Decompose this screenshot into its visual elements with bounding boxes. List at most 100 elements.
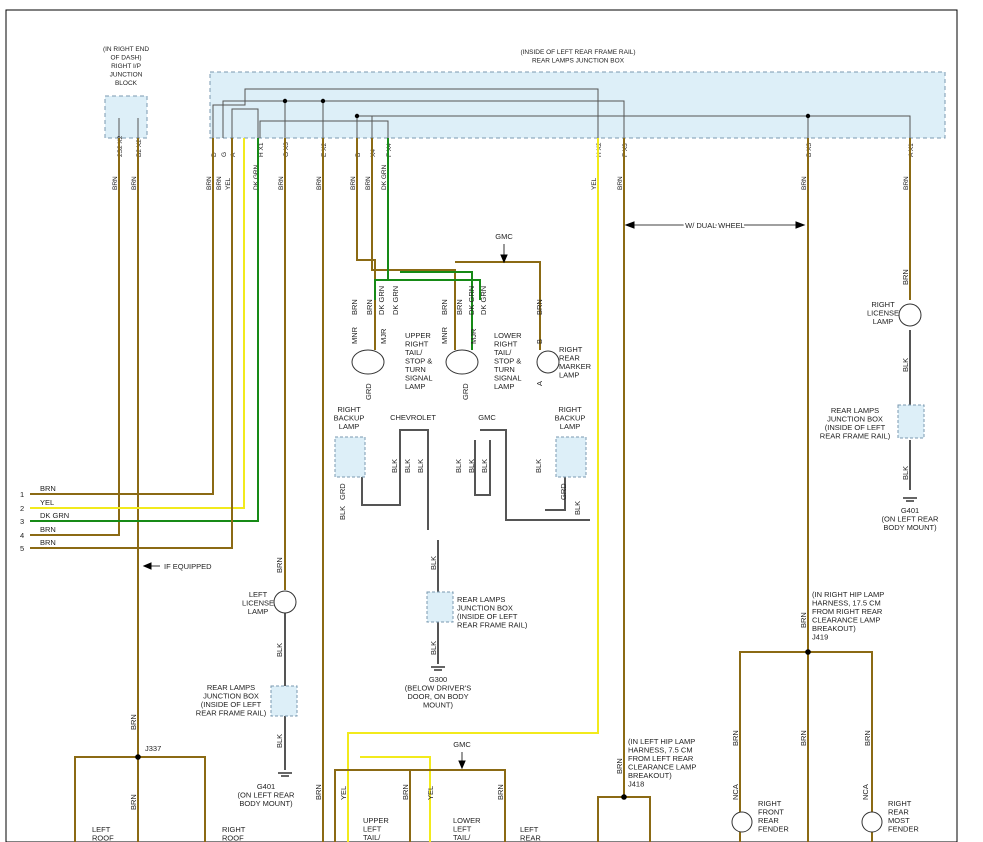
label-line: (ON LEFT REAR: [882, 515, 940, 524]
label-line: LEFT: [249, 590, 268, 599]
label-line: RIGHT: [337, 405, 361, 414]
label-line: REAR LAMPS: [207, 683, 255, 692]
label-line: LAMP: [339, 422, 359, 431]
pin-label: X4: [370, 149, 377, 157]
label-line: UPPER: [405, 331, 431, 340]
wire-color-label: DK GRN: [381, 164, 388, 190]
right-ip-junction-block: [104, 95, 148, 139]
output-color: YEL: [40, 498, 54, 507]
label-line: ROOF: [92, 834, 114, 842]
wire-label: BRN: [535, 299, 544, 315]
output-number: 4: [20, 531, 24, 540]
pin-label: B: [355, 153, 362, 157]
label-line: TURN: [494, 365, 515, 374]
pin-label: B X3: [806, 143, 813, 157]
wire-label: BRN: [901, 269, 910, 285]
dual-wheel-label: W/ DUAL WHEEL: [685, 221, 745, 230]
label-line: FENDER: [888, 825, 919, 834]
output-color: BRN: [40, 525, 56, 534]
gmc-mid-label: GMC: [478, 413, 496, 422]
pin-label: G X3: [283, 142, 290, 157]
label-line: LAMP: [560, 422, 580, 431]
pin-label: E X2: [321, 143, 328, 157]
label-line: MOUNT): [423, 701, 453, 710]
label-line: REAR LAMPS: [831, 406, 879, 415]
label-line: LAMP: [405, 382, 425, 391]
page-border: [5, 9, 958, 842]
label-line: REAR FRAME RAIL): [457, 621, 528, 630]
label-line: LOWER: [453, 816, 481, 825]
label-line: DOOR, ON BODY: [407, 692, 468, 701]
label-line: RIGHT I/P: [111, 63, 141, 70]
wire-label: BRN: [129, 714, 138, 730]
wire-color-label: BRN: [216, 176, 223, 190]
wire-label: BLK: [467, 459, 476, 473]
wire-label: GRD: [364, 383, 373, 400]
wire-label: BRN: [350, 299, 359, 315]
label-line: (ON LEFT REAR: [238, 791, 296, 800]
wire-label: BLK: [403, 459, 412, 473]
chevrolet-label: CHEVROLET: [390, 413, 436, 422]
label-line: JUNCTION: [110, 72, 143, 79]
label-line: JUNCTION BOX: [457, 604, 513, 613]
label-line: TAIL/: [453, 833, 471, 842]
label-line: (IN RIGHT HIP LAMP: [812, 590, 884, 599]
label-line: RIGHT: [222, 825, 246, 834]
wire-label: BRN: [799, 612, 808, 628]
label-line: RIGHT: [758, 799, 782, 808]
wire-label: BRN: [615, 758, 624, 774]
wire-label: BRN: [314, 784, 323, 800]
wire-color-label: BRN: [365, 176, 372, 190]
label-line: STOP &: [494, 357, 521, 366]
label-line: J418: [628, 780, 644, 789]
wire-color-label: BRN: [278, 176, 285, 190]
label-line: ROOF: [222, 834, 244, 842]
wire-color-label: YEL: [591, 177, 598, 190]
label-line: (INSIDE OF LEFT REAR FRAME RAIL): [520, 49, 635, 56]
wire-label: BLK: [390, 459, 399, 473]
wire-label: MNR: [440, 326, 449, 344]
if-equipped-label: IF EQUIPPED: [164, 562, 212, 571]
label-line: JUNCTION BOX: [203, 692, 259, 701]
backup-lamp-boxes: [270, 404, 925, 717]
label-line: REAR LAMPS: [457, 595, 505, 604]
label-line: LAMP: [873, 317, 893, 326]
label-line: SIGNAL: [494, 374, 522, 383]
output-color: BRN: [40, 538, 56, 547]
label-line: LOWER: [494, 331, 522, 340]
pin-label: F X3: [622, 143, 629, 157]
label-line: FENDER: [758, 825, 789, 834]
label-line: LAMP: [559, 371, 579, 380]
label-line: BREAKOUT): [812, 624, 856, 633]
label-line: BREAKOUT): [628, 771, 672, 780]
label-line: STOP &: [405, 357, 432, 366]
wire-color-label: BRN: [206, 176, 213, 190]
output-color: DK GRN: [40, 511, 69, 520]
wire-color-labels: BRN BRN DK GRN DK GRN MNR MJR BRN BRN DK…: [129, 269, 910, 810]
wire-label: NCA: [731, 784, 740, 800]
label-line: TAIL/: [363, 833, 381, 842]
label-line: BACKUP: [555, 414, 586, 423]
label-line: LEFT: [453, 825, 472, 834]
wire-color-label: DK GRN: [253, 164, 260, 190]
wire-label: BLK: [275, 643, 284, 657]
label-line: TAIL/: [405, 348, 423, 357]
lamps: [273, 303, 922, 833]
label-line: RIGHT: [405, 340, 429, 349]
wire-label: BRN: [365, 299, 374, 315]
label-line: CLEARANCE LAMP: [628, 763, 696, 772]
label-line: JUNCTION BOX: [827, 415, 883, 424]
output-color: BRN: [40, 484, 56, 493]
